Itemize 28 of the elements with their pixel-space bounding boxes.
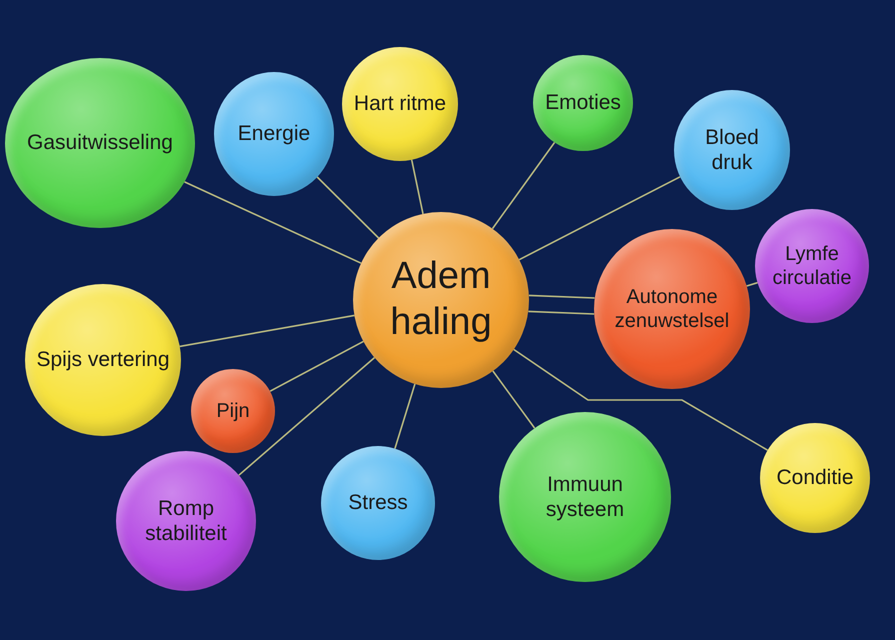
connector-line (238, 357, 376, 476)
connector-line (492, 370, 536, 429)
connector-line (528, 294, 595, 299)
connector-line (492, 142, 556, 230)
topic-label: Pijn (216, 399, 250, 423)
connector-line (513, 348, 768, 451)
topic-label: Gasuitwisseling (27, 130, 173, 156)
topic-label: Spijs vertering (36, 347, 170, 373)
topic-label: Romp stabiliteit (144, 496, 228, 546)
topic-label: Hart ritme (354, 91, 446, 117)
connector-line (316, 176, 380, 239)
topic-label: Adem haling (389, 254, 493, 345)
topic-label: Autonome zenuwstelsel (614, 285, 730, 333)
connector-line (518, 176, 680, 260)
connector-line (410, 160, 424, 214)
topic-label: Energie (238, 121, 310, 147)
connector-line (528, 310, 594, 315)
topic-label: Bloed druk (704, 124, 760, 176)
connector-line (270, 340, 364, 392)
connector-line (394, 384, 416, 449)
connector-line (180, 314, 355, 348)
topic-label: Immuun systeem (544, 472, 626, 522)
topic-label: Stress (348, 490, 408, 516)
topic-label: Lymfe circulatie (772, 242, 852, 290)
topic-label: Emoties (545, 90, 621, 116)
connector-line (746, 282, 758, 287)
topic-label: Conditie (776, 465, 854, 491)
connector-line (184, 181, 362, 264)
